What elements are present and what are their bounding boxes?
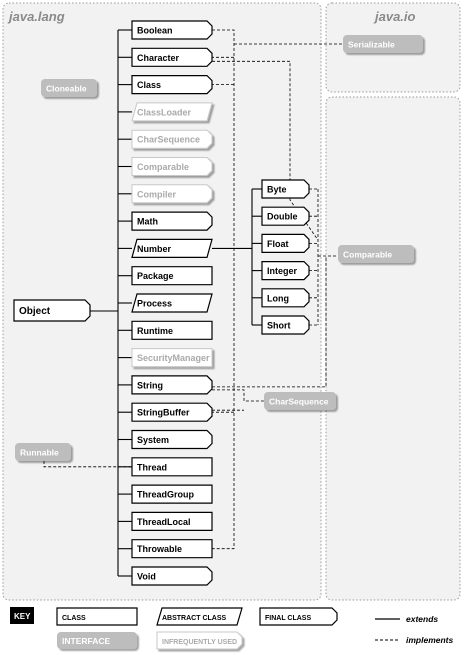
class-stringbuffer: StringBuffer bbox=[131, 402, 213, 422]
class-boolean: Boolean bbox=[131, 20, 213, 40]
class-threadgroup-label: ThreadGroup bbox=[137, 490, 195, 500]
class-thread-label: Thread bbox=[137, 462, 167, 472]
interface-serializable-label: Serializable bbox=[348, 40, 395, 50]
class-charsequence-label: CharSequence bbox=[137, 135, 200, 145]
class-comparable: Comparable bbox=[131, 157, 213, 176]
class-void: Void bbox=[131, 566, 213, 586]
key-legend: KEY CLASS ABSTRACT CLASS FINAL CLASS INTERFA… bbox=[10, 607, 454, 650]
interface-cloneable: Cloneable bbox=[41, 79, 97, 97]
key-final-class-sample: FINAL CLASS bbox=[259, 607, 338, 626]
key-class-sample-label: CLASS bbox=[62, 615, 86, 622]
implements-serializable-trunk bbox=[212, 29, 235, 550]
class-compiler: Compiler bbox=[131, 184, 213, 204]
class-string: String bbox=[131, 375, 213, 395]
key-interface-sample: INTERFACE bbox=[57, 632, 137, 649]
key-class-sample: CLASS bbox=[56, 607, 138, 626]
class-process-label: Process bbox=[137, 299, 172, 309]
class-double: Double bbox=[261, 206, 310, 226]
java-lang-package-label: java.lang bbox=[7, 9, 65, 24]
class-math-label: Math bbox=[137, 217, 158, 227]
interface-charsequence-label: CharSequence bbox=[269, 397, 329, 407]
class-nodes: Object BooleanCharacterClassClassLoaderCh… bbox=[13, 20, 310, 586]
class-void-label: Void bbox=[137, 572, 156, 582]
interface-runnable-label: Runnable bbox=[20, 448, 59, 458]
key-infrequently-used-sample-label: INFREQUENTLY USED bbox=[162, 639, 237, 646]
key-implements-label: implements bbox=[406, 635, 454, 645]
class-character: Character bbox=[131, 47, 213, 67]
key-badge: KEY bbox=[10, 607, 34, 624]
class-compiler-label: Compiler bbox=[137, 189, 177, 199]
interfaces-layer: SerializableCloneableComparableCharSeque… bbox=[15, 35, 423, 461]
key-interface-sample-label: INTERFACE bbox=[62, 636, 111, 646]
class-short-label: Short bbox=[267, 321, 291, 331]
interface-charsequence: CharSequence bbox=[264, 392, 336, 410]
class-securitymanager: SecurityManager bbox=[131, 348, 213, 368]
class-runtime-label: Runtime bbox=[137, 326, 173, 336]
class-short: Short bbox=[261, 315, 310, 335]
class-boolean-label: Boolean bbox=[137, 26, 173, 36]
class-throwable: Throwable bbox=[131, 539, 213, 559]
object-class: Object bbox=[13, 299, 91, 322]
class-package-label: Package bbox=[137, 271, 174, 281]
class-number-label: Number bbox=[137, 244, 172, 254]
class-byte-label: Byte bbox=[267, 185, 287, 195]
class-classloader-label: ClassLoader bbox=[137, 107, 192, 117]
class-byte: Byte bbox=[261, 179, 310, 199]
class-comparable-label: Comparable bbox=[137, 162, 189, 172]
interface-comparable-label: Comparable bbox=[343, 250, 392, 260]
interface-runnable: Runnable bbox=[15, 443, 71, 461]
class-long-label: Long bbox=[267, 293, 289, 303]
class-integer-label: Integer bbox=[267, 266, 298, 276]
interface-cloneable-label: Cloneable bbox=[46, 84, 87, 94]
class-threadgroup: ThreadGroup bbox=[131, 484, 213, 504]
class-package: Package bbox=[131, 266, 213, 286]
class-float: Float bbox=[261, 233, 310, 253]
class-securitymanager-label: SecurityManager bbox=[137, 353, 210, 363]
interface-serializable: Serializable bbox=[343, 35, 423, 53]
class-class: Class bbox=[131, 75, 213, 95]
interface-comparable: Comparable bbox=[338, 245, 414, 263]
class-threadlocal-label: ThreadLocal bbox=[137, 517, 191, 527]
class-system-label: System bbox=[137, 435, 169, 445]
class-threadlocal: ThreadLocal bbox=[131, 511, 213, 531]
key-extends-label: extends bbox=[406, 614, 438, 624]
implements-charsequence-string bbox=[212, 389, 264, 402]
class-math: Math bbox=[131, 211, 213, 231]
class-string-label: String bbox=[137, 380, 163, 390]
class-throwable-label: Throwable bbox=[137, 544, 182, 554]
implements-runnable-thread bbox=[43, 461, 132, 468]
implements-comparable-string bbox=[212, 256, 327, 388]
class-number: Number bbox=[131, 238, 213, 258]
class-float-label: Float bbox=[267, 239, 289, 249]
class-process: Process bbox=[131, 293, 213, 313]
class-class-label: Class bbox=[137, 80, 161, 90]
class-stringbuffer-label: StringBuffer bbox=[137, 408, 190, 418]
class-classloader: ClassLoader bbox=[131, 102, 213, 122]
class-runtime: Runtime bbox=[131, 320, 213, 340]
relationship-lines bbox=[43, 29, 343, 577]
key-title: KEY bbox=[14, 612, 31, 621]
key-abstract-class-sample: ABSTRACT CLASS bbox=[156, 607, 243, 626]
class-integer: Integer bbox=[261, 261, 310, 281]
class-long: Long bbox=[261, 288, 310, 308]
key-final-class-sample-label: FINAL CLASS bbox=[265, 615, 311, 622]
class-double-label: Double bbox=[267, 212, 298, 222]
class-thread: Thread bbox=[131, 457, 213, 477]
key-infrequently-used-sample: INFREQUENTLY USED bbox=[156, 631, 243, 650]
class-character-label: Character bbox=[137, 53, 180, 63]
object-class-label: Object bbox=[19, 306, 51, 317]
key-abstract-class-sample-label: ABSTRACT CLASS bbox=[162, 615, 226, 622]
class-system: System bbox=[131, 429, 213, 450]
java-io-package-label: java.io bbox=[373, 9, 416, 24]
class-charsequence: CharSequence bbox=[131, 129, 213, 149]
java-lang-package-region-right bbox=[325, 96, 461, 601]
